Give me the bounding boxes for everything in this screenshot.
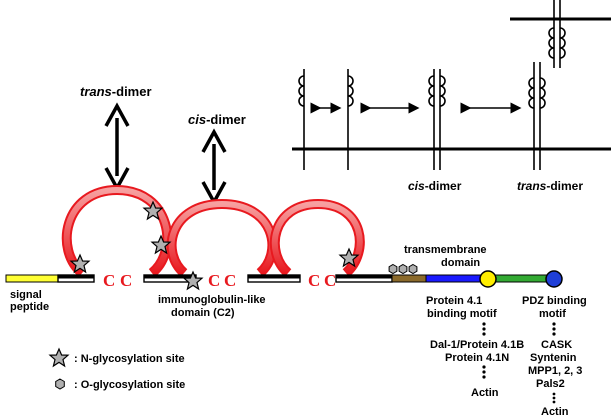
tm-domain-label-2: domain — [441, 257, 480, 269]
inset-cis-dimer-label: cis-dimer — [408, 179, 462, 193]
pdz-motif-label-1: PDZ binding — [522, 295, 587, 307]
cyto-blue-bar — [425, 274, 483, 283]
cis-dimer-label: cis-dimer — [188, 112, 246, 127]
trans-dimer-arrow — [104, 102, 130, 192]
pdz-partner-1: CASK — [541, 339, 572, 351]
pdz-partner-2: Syntenin — [530, 352, 577, 364]
legend-n-glyco-label: : N-glycosylation site — [74, 353, 185, 365]
inset-trans-dimer-label: trans-dimer — [517, 179, 583, 193]
backbone-seg-3b — [248, 275, 300, 279]
pdz-dots-2 — [552, 392, 556, 404]
legend-hexagon-icon — [55, 378, 65, 390]
pdz-partner-3: MPP1, 2, 3 — [528, 365, 582, 377]
protein41-actin-label: Actin — [471, 387, 499, 399]
pdz-partner-4: Pals2 — [536, 378, 565, 390]
inset-monomer-1 — [298, 69, 305, 170]
cysteine-residues: C C C C C C — [103, 271, 336, 290]
backbone — [5, 274, 555, 283]
hexagon-icon — [388, 263, 398, 275]
trans-dimer-label: trans-dimer — [80, 84, 152, 99]
inset-cis-dimer — [428, 69, 446, 170]
signal-peptide-label-2: peptide — [10, 301, 49, 313]
hexagon-icon — [398, 263, 408, 275]
protein41-motif-label-1: Protein 4.1 — [426, 295, 482, 307]
n-glycosylation-sites — [69, 200, 360, 291]
inset-monomer-2 — [347, 69, 354, 170]
protein41-motif-circle — [479, 270, 497, 288]
star-icon — [150, 234, 172, 255]
cysteine-2b: C — [224, 271, 236, 290]
pdz-motif-circle — [545, 270, 563, 288]
star-icon — [338, 247, 360, 268]
ig-domain-label-1: immunoglobulin-like — [158, 294, 266, 306]
signal-peptide-label-1: signal — [10, 289, 42, 301]
protein41-partner-2: Protein 4.1N — [445, 352, 509, 364]
o-glycosylation-sites — [388, 263, 418, 275]
ig-domain-label-2: domain (C2) — [171, 307, 235, 319]
tm-domain-bar — [391, 274, 427, 283]
tm-domain-label-1: transmembrane — [404, 244, 487, 256]
cysteine-3a: C — [308, 271, 320, 290]
pdz-motif-label-2: motif — [539, 308, 566, 320]
protein41-partner-1: Dal-1/Protein 4.1B — [430, 339, 524, 351]
cysteine-3b: C — [324, 271, 336, 290]
backbone-seg-1b — [58, 275, 94, 279]
star-icon — [69, 253, 91, 274]
backbone-seg-4b — [336, 275, 392, 279]
ig-loops — [61, 184, 365, 277]
cysteine-2a: C — [208, 271, 220, 290]
cysteine-1b: C — [120, 271, 132, 290]
inset-trans-dimer — [528, 0, 566, 170]
legend-o-glyco-label: : O-glycosylation site — [74, 379, 185, 391]
backbone-seg-2b — [144, 275, 196, 279]
ig-loop-3-inner — [271, 200, 363, 276]
star-icon — [182, 270, 204, 291]
signal-peptide-bar — [5, 274, 59, 283]
hexagon-icon — [408, 263, 418, 275]
legend-star-icon — [48, 347, 70, 368]
protein41-dots-2 — [482, 365, 486, 379]
star-icon — [142, 200, 164, 221]
legend: : N-glycosylation site : O-glycosylation… — [48, 347, 185, 391]
protein41-motif-label-2: binding motif — [427, 308, 497, 320]
pdz-dots-1 — [552, 322, 556, 336]
inset-schematic: cis-dimer trans-dimer — [292, 0, 611, 193]
cysteine-1a: C — [103, 271, 115, 290]
protein41-dots-1 — [482, 322, 486, 336]
pdz-actin-label: Actin — [541, 406, 569, 418]
cis-dimer-arrow — [201, 128, 227, 206]
ig-loop-2-inner — [168, 200, 276, 276]
